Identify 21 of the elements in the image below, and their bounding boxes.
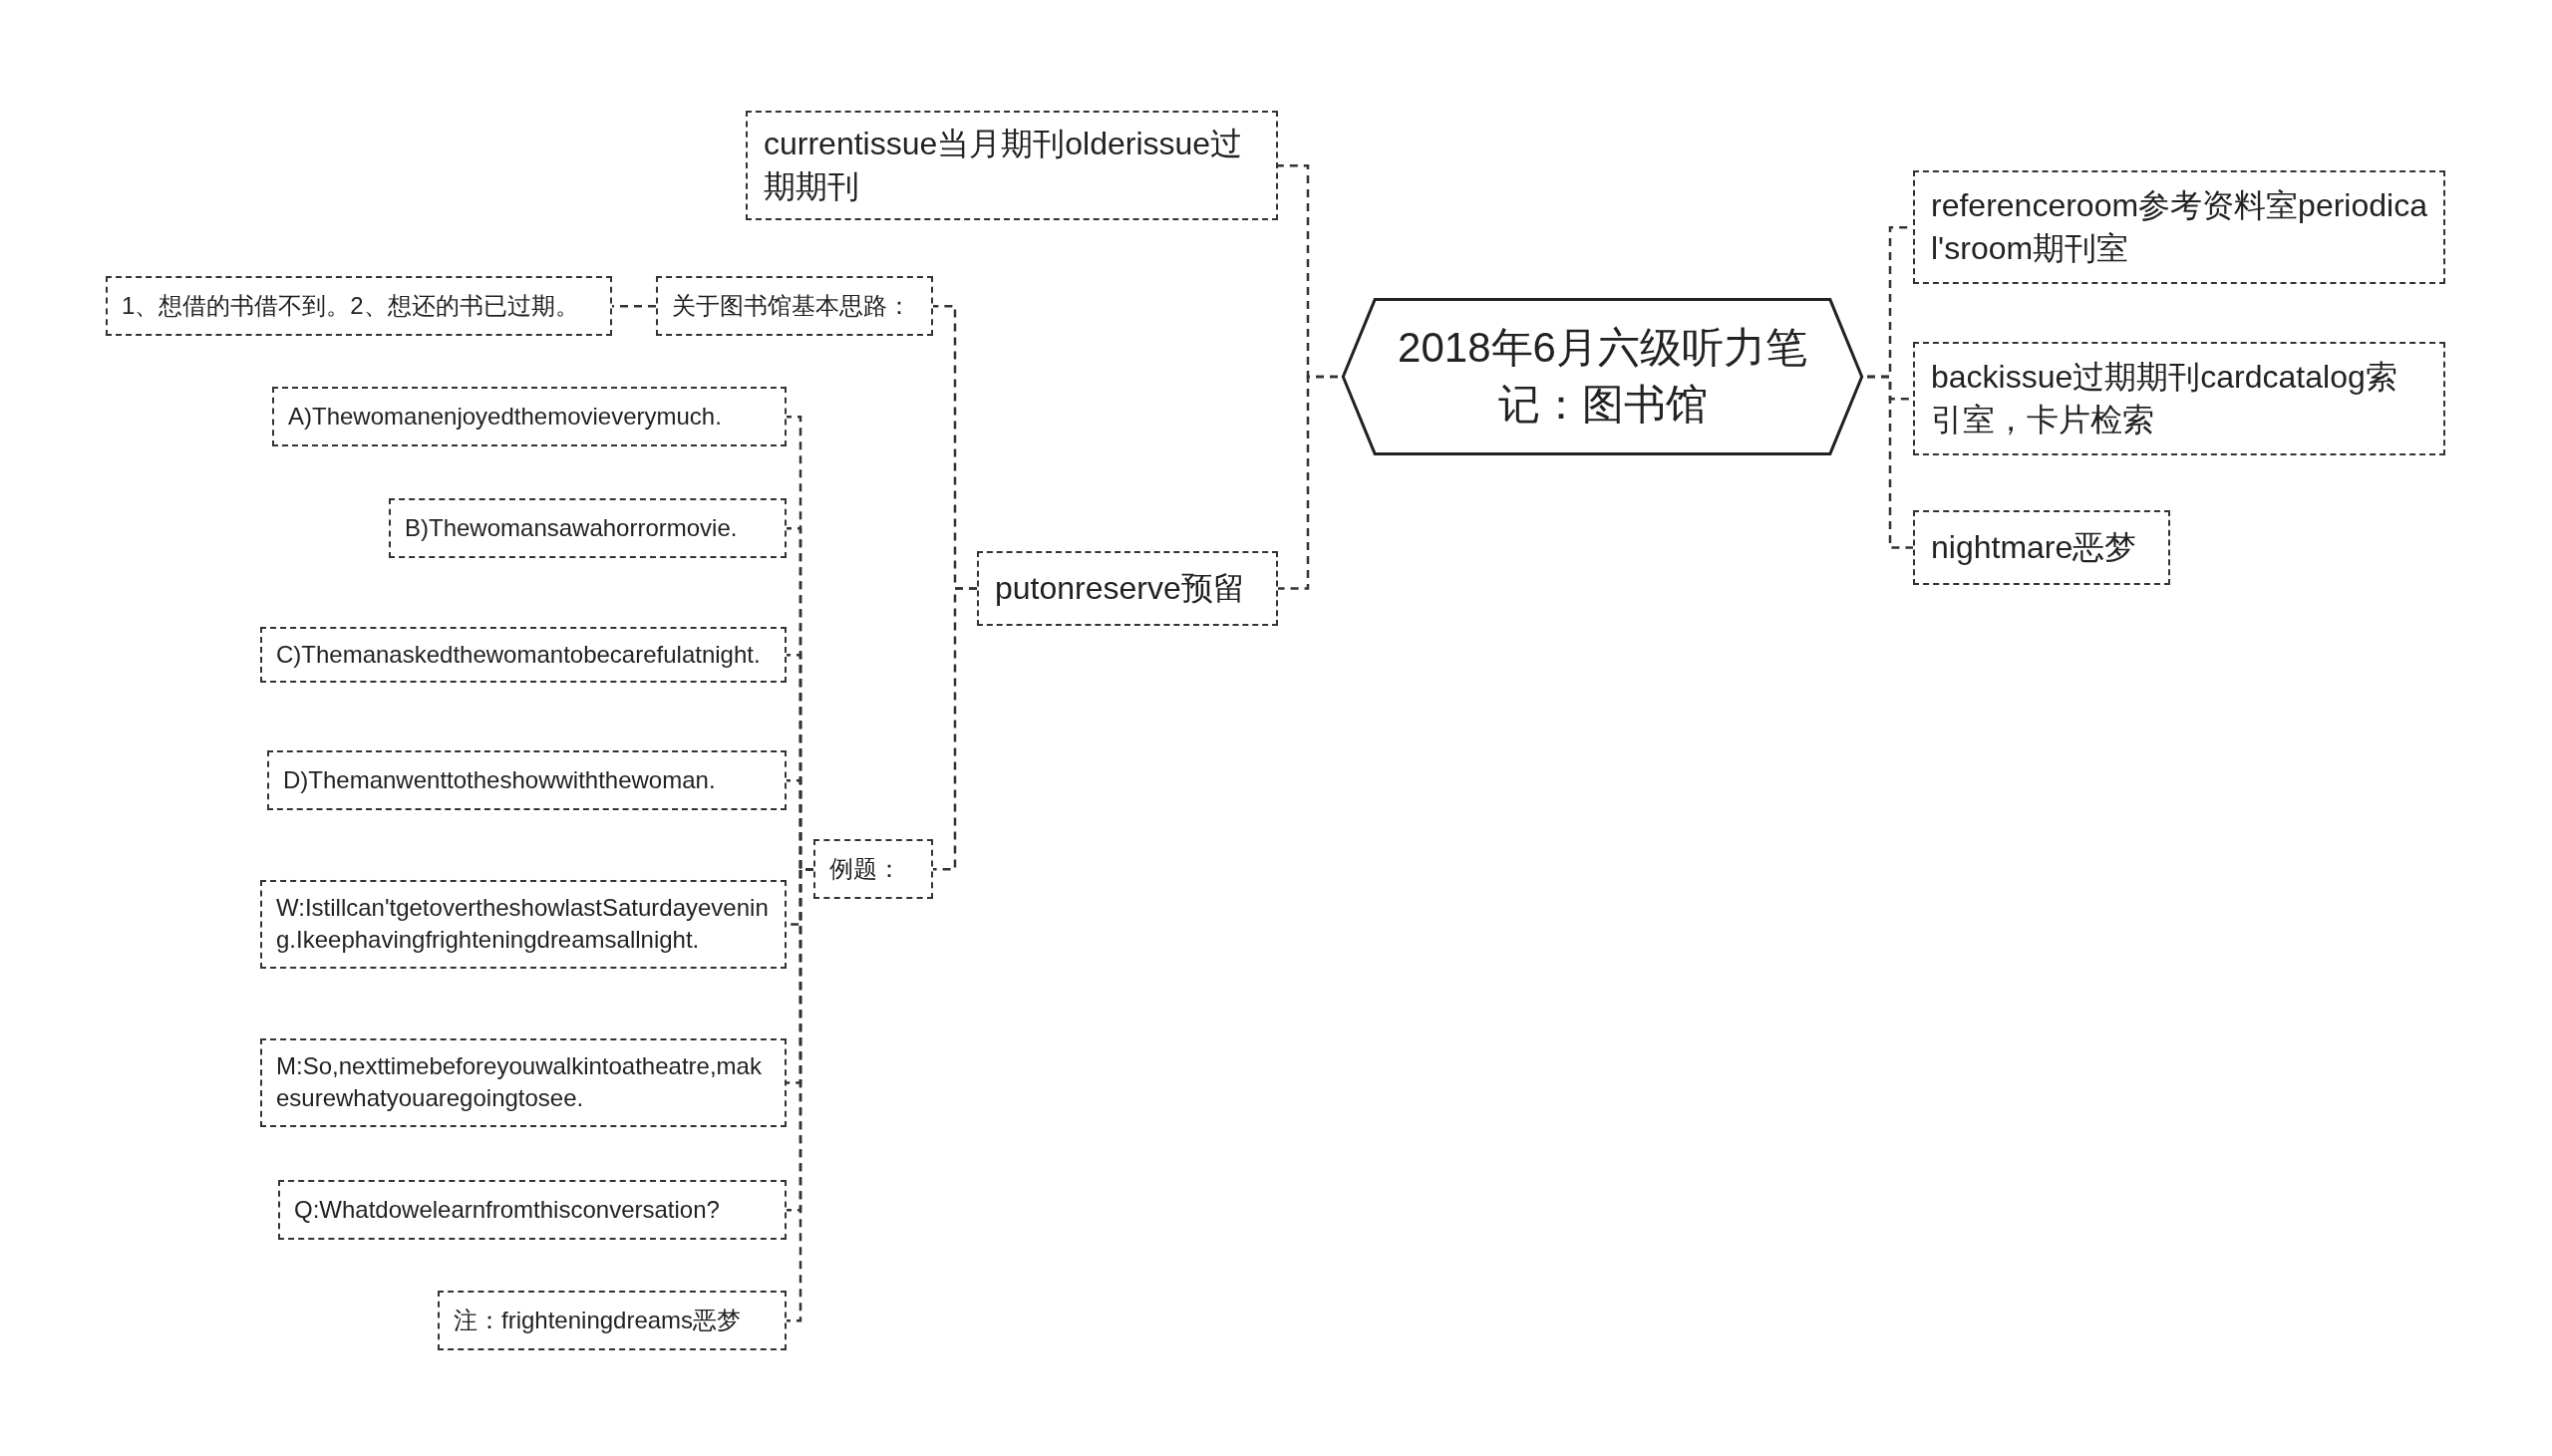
topic-box: D)Themanwenttotheshowwiththewoman. bbox=[267, 750, 787, 811]
topic-box: referenceroom参考资料室periodical'sroom期刊室 bbox=[1913, 170, 2445, 285]
topic-box: 1、想借的书借不到。2、想还的书已过期。 bbox=[106, 276, 612, 337]
connector bbox=[1867, 375, 1913, 549]
topic-box: B)Thewomansawahorrormovie. bbox=[389, 498, 787, 559]
topic-box: 注：frighteningdreams恶梦 bbox=[438, 1291, 787, 1351]
topic-box: currentissue当月期刊olderissue过期期刊 bbox=[746, 111, 1278, 221]
topic-box: 关于图书馆基本思路： bbox=[656, 276, 933, 337]
topic-box: 例题： bbox=[813, 839, 933, 900]
connector bbox=[933, 587, 977, 871]
topic-box: M:So,nexttimebeforeyouwalkintoatheatre,makesurewhatyouaregoingtosee. bbox=[260, 1038, 787, 1127]
topic-box: putonreserve预留 bbox=[977, 551, 1278, 627]
topic-box: A)Thewomanenjoyedthemovieverymuch. bbox=[272, 387, 787, 447]
topic-box: Q:Whatdowelearnfromthisconversation? bbox=[278, 1180, 787, 1241]
topic-box: C)Themanaskedthewomantobecarefulatnight. bbox=[260, 627, 787, 684]
connector bbox=[612, 304, 656, 308]
topic-box: backissue过期期刊cardcatalog索引室，卡片检索 bbox=[1913, 342, 2445, 456]
topic-box: W:Istillcan'tgetovertheshowlastSaturdayevening.Ikeephavingfrighteningdreamsallnight. bbox=[260, 880, 787, 969]
topic-box: nightmare恶梦 bbox=[1913, 510, 2170, 586]
connector bbox=[787, 867, 813, 1322]
connector bbox=[1278, 375, 1338, 590]
